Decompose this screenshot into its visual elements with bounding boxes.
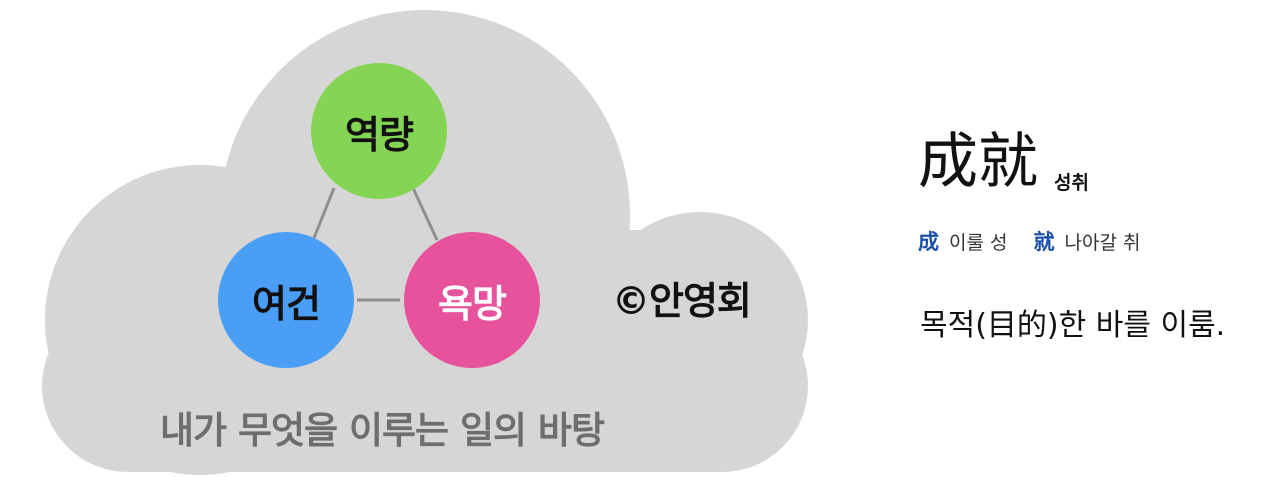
definition-text: 목적(目的)한 바를 이룸. xyxy=(920,308,1226,343)
character-2: 就 xyxy=(1033,230,1055,254)
node-capability-label: 역량 xyxy=(345,112,414,157)
hangul-reading: 성취 xyxy=(1054,172,1089,194)
connector-top-left xyxy=(312,187,336,239)
hanja-word: 成就 xyxy=(918,127,1038,197)
node-conditions-label: 여건 xyxy=(252,281,321,326)
node-desire: 욕망 xyxy=(404,232,540,368)
node-capability: 역량 xyxy=(311,63,447,199)
character-1-meaning: 이룰 성 xyxy=(949,232,1008,254)
diagram-caption: 내가 무엇을 이루는 일의 바탕 xyxy=(160,409,605,452)
node-conditions: 여건 xyxy=(218,232,354,368)
copyright-text: ©안영회 xyxy=(612,279,752,323)
node-desire-label: 욕망 xyxy=(438,281,507,326)
connectors xyxy=(312,187,439,302)
connector-top-right xyxy=(411,187,439,241)
character-1: 成 xyxy=(918,230,939,254)
character-2-meaning: 나아갈 취 xyxy=(1064,232,1141,254)
character-breakdown: 成 이룰 성 就 나아갈 취 xyxy=(918,226,1140,256)
